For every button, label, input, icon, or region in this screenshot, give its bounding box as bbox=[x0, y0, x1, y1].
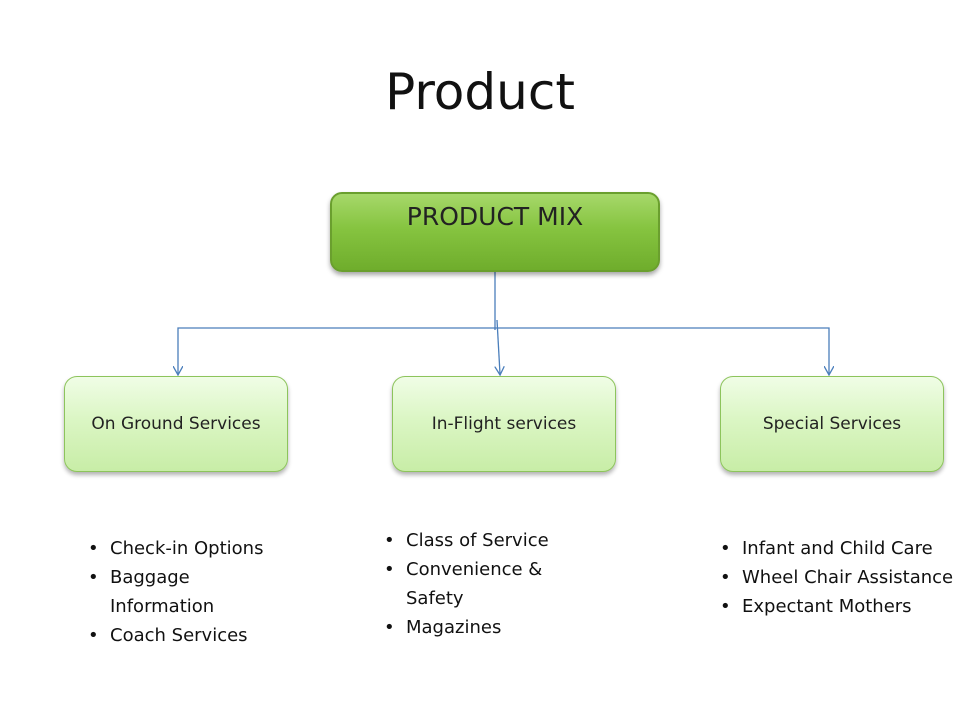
list-item: Class of Service bbox=[384, 526, 574, 555]
special-services-list: Infant and Child Care Wheel Chair Assist… bbox=[720, 534, 956, 621]
connector-to-special bbox=[495, 327, 829, 374]
list-item: Magazines bbox=[384, 613, 574, 642]
product-mix-label: PRODUCT MIX bbox=[406, 202, 584, 231]
list-item: Convenience & Safety bbox=[384, 555, 574, 613]
list-item: Infant and Child Care bbox=[720, 534, 956, 563]
list-item: Wheel Chair Assistance bbox=[720, 563, 956, 592]
on-ground-services-list: Check-in Options Baggage Information Coa… bbox=[88, 534, 288, 650]
connector-to-inflight bbox=[497, 319, 500, 374]
list-item: Baggage Information bbox=[88, 563, 288, 621]
product-mix-box: PRODUCT MIX bbox=[330, 192, 660, 272]
slide-title: Product bbox=[385, 63, 575, 121]
list-item: Expectant Mothers bbox=[720, 592, 956, 621]
in-flight-services-box: In-Flight services bbox=[392, 376, 616, 472]
connector-to-ground bbox=[178, 327, 495, 374]
special-services-box: Special Services bbox=[720, 376, 944, 472]
on-ground-services-label: On Ground Services bbox=[91, 414, 261, 434]
list-item: Check-in Options bbox=[88, 534, 288, 563]
list-item: Coach Services bbox=[88, 621, 288, 650]
on-ground-services-box: On Ground Services bbox=[64, 376, 288, 472]
in-flight-services-list: Class of Service Convenience & Safety Ma… bbox=[384, 526, 574, 642]
in-flight-services-label: In-Flight services bbox=[431, 414, 577, 434]
special-services-label: Special Services bbox=[762, 414, 902, 434]
